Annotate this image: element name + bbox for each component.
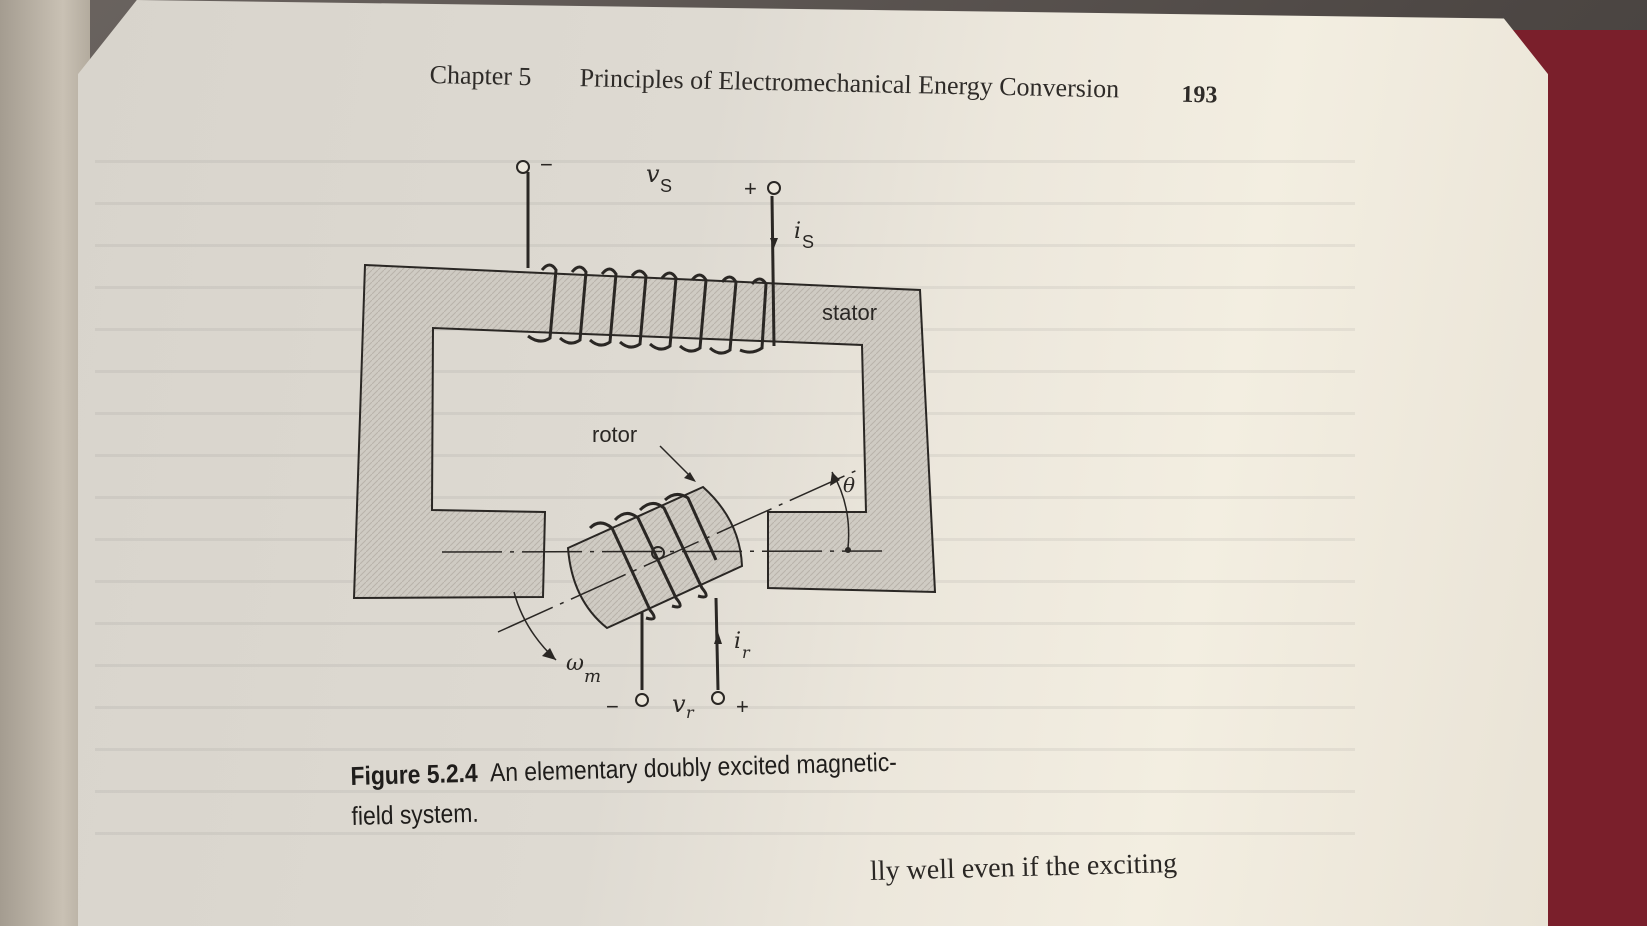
stator-winding bbox=[526, 172, 776, 355]
stator-voltage-subscript: S bbox=[660, 176, 672, 196]
stator-plus-sign: + bbox=[744, 176, 757, 201]
book-page bbox=[78, 0, 1548, 926]
stator-minus-terminal bbox=[516, 160, 530, 174]
speed-subscript: m bbox=[584, 666, 601, 687]
stator-current-subscript: S bbox=[802, 232, 814, 252]
stator-minus-sign: − bbox=[540, 152, 553, 177]
rotor-label: rotor bbox=[592, 422, 637, 447]
rotor-current-arrow bbox=[714, 632, 722, 644]
rotor-voltage-label: v bbox=[672, 690, 686, 718]
rotor-plus-terminal bbox=[711, 691, 725, 705]
rotor-current-label: i bbox=[734, 629, 741, 654]
rotor-pointer-head bbox=[684, 472, 696, 482]
rotor-axis-point bbox=[651, 546, 665, 560]
angle-label: θ bbox=[843, 473, 855, 497]
rotor-voltage-subscript: r bbox=[686, 703, 695, 722]
stator-plus-terminal bbox=[767, 181, 781, 195]
stator-core bbox=[352, 263, 937, 600]
angle-vertex bbox=[845, 547, 851, 553]
rotor-minus-sign: − bbox=[606, 694, 619, 719]
rotor-minus-terminal bbox=[635, 693, 649, 707]
stator-current-arrow bbox=[770, 238, 778, 248]
left-page-edge bbox=[0, 0, 90, 926]
angle-arrow bbox=[830, 472, 840, 486]
speed-label: ω bbox=[566, 651, 584, 676]
figure-number: Figure 5.2.4 bbox=[350, 757, 479, 791]
show-through-text bbox=[95, 130, 1355, 850]
rotor-plus-sign: + bbox=[736, 694, 749, 719]
stator-voltage-label: v bbox=[646, 160, 660, 188]
rotation-arrowhead bbox=[542, 648, 556, 660]
stator-label: stator bbox=[822, 300, 877, 325]
rotor-current-subscript: r bbox=[742, 643, 751, 662]
stator-current-label: i bbox=[794, 219, 801, 244]
